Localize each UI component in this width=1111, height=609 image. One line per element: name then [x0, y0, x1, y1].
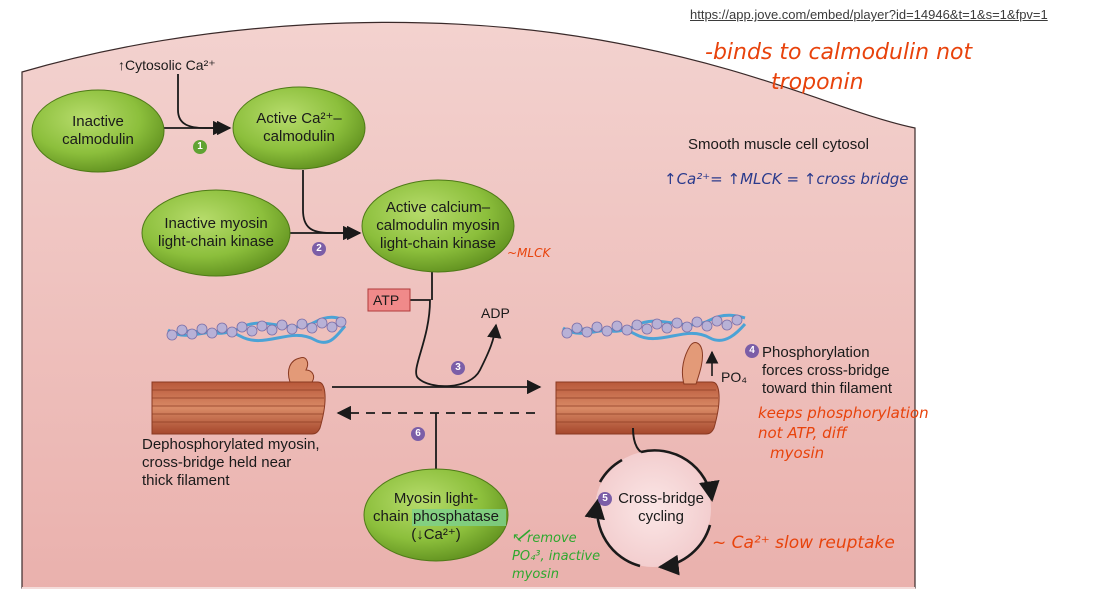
- active-calmodulin-line1: Active Ca²⁺–: [256, 110, 342, 127]
- step-2-badge: 2: [312, 242, 326, 256]
- cytosol-region: [21, 21, 916, 589]
- step4-line2: forces cross-bridge: [762, 362, 890, 379]
- phosphatase-line1: Myosin light-: [393, 490, 479, 507]
- annotation-keeps: keeps phosphorylation not ATP, diff myos…: [758, 403, 929, 463]
- thin-filament-left: [166, 315, 347, 344]
- step5-line2: cycling: [638, 508, 684, 525]
- dephos-line3: thick filament: [142, 472, 230, 489]
- active-mlck-line3: light-chain kinase: [380, 235, 496, 252]
- inactive-calmodulin-line1: Inactive: [72, 113, 124, 130]
- dephos-line2: cross-bridge held near: [142, 454, 292, 471]
- annotation-binds-line2: troponin: [771, 70, 864, 95]
- oval-active-mlck: [361, 179, 515, 273]
- phosphatase-label: Myosin light- chain phosphatase (↓Ca²⁺): [366, 490, 506, 544]
- step-1-badge: 1: [193, 140, 207, 154]
- green-pointer: [517, 529, 531, 541]
- atp-box: [367, 288, 411, 312]
- annotation-binds: -binds to calmodulin not troponin: [705, 38, 972, 98]
- step-5-badge: 5: [598, 492, 612, 506]
- phosphatase-line3: (↓Ca²⁺): [411, 526, 461, 543]
- annotation-keeps-line2: not ATP, diff: [758, 424, 847, 442]
- active-calmodulin-label: Active Ca²⁺– calmodulin: [239, 110, 359, 146]
- thin-filament-right: [561, 313, 747, 342]
- step-3-badge: 3: [451, 361, 465, 375]
- cycle-arc-4: [598, 458, 623, 483]
- annotation-binds-line1: -binds to calmodulin not: [705, 40, 973, 65]
- annotation-remove-line3: myosin: [512, 567, 559, 582]
- step4-line1: Phosphorylation: [762, 344, 870, 361]
- phosphatase-highlight: [412, 509, 506, 526]
- filament-to-cycle: [632, 427, 642, 453]
- annotation-remove-line1: ↖ remove: [512, 531, 577, 546]
- thick-filament-right: [555, 342, 720, 435]
- annotation-keeps-line1: keeps phosphorylation: [758, 404, 929, 422]
- active-mlck-line1: Active calcium–: [385, 199, 491, 216]
- annotation-remove-line2: PO₄³, inactive: [512, 549, 601, 564]
- cell-label: Smooth muscle cell cytosol: [688, 136, 869, 153]
- annotation-reuptake: ~ Ca²⁺ slow reuptake: [712, 533, 895, 553]
- cycle-arc-1: [640, 449, 720, 503]
- oval-active-calmodulin: [232, 86, 366, 170]
- atp-label: ATP: [373, 292, 400, 308]
- atp-adp-arrow: [408, 299, 502, 388]
- dephos-line1: Dephosphorylated myosin,: [142, 436, 320, 453]
- phosphatase-line2: chain phosphatase: [373, 508, 499, 525]
- inactive-mlck-label: Inactive myosin light-chain kinase: [146, 215, 286, 251]
- annotation-keeps-line3: myosin: [770, 444, 825, 462]
- cycle-arc-3: [584, 497, 641, 568]
- cycling-circle: [595, 451, 711, 567]
- oval-inactive-mlck: [141, 189, 291, 277]
- source-link[interactable]: https://app.jove.com/embed/player?id=149…: [690, 7, 1048, 22]
- dephos-text: Dephosphorylated myosin, cross-bridge he…: [142, 436, 320, 490]
- inactive-mlck-line1: Inactive myosin: [164, 215, 268, 232]
- inactive-calmodulin-label: Inactive calmodulin: [38, 113, 158, 149]
- inactive-mlck-line2: light-chain kinase: [158, 233, 274, 250]
- annotation-remove: ↖ remove PO₄³, inactive myosin: [512, 530, 600, 584]
- inactive-calmodulin-line2: calmodulin: [62, 131, 134, 148]
- step5-text: Cross-bridge cycling: [615, 490, 707, 526]
- adp-label: ADP: [481, 305, 510, 321]
- active-mlck-line2: calmodulin myosin: [376, 217, 500, 234]
- active-mlck-label: Active calcium– calmodulin myosin light-…: [368, 199, 508, 253]
- step4-text: Phosphorylation forces cross-bridge towa…: [762, 344, 892, 398]
- oval-inactive-calmodulin: [31, 89, 165, 173]
- active-calmodulin-line2: calmodulin: [263, 128, 335, 145]
- annotation-ca-mlck: ↑Ca²⁺= ↑MLCK = ↑cross bridge: [664, 170, 909, 188]
- step-6-badge: 6: [411, 427, 425, 441]
- step5-line1: Cross-bridge: [618, 490, 704, 507]
- step4-line3: toward thin filament: [762, 380, 893, 397]
- cytosolic-ca-label: ↑Cytosolic Ca²⁺: [118, 57, 216, 73]
- annotation-mlck: ~MLCK: [507, 246, 551, 260]
- thick-filament-left: [151, 357, 326, 435]
- step-4-badge: 4: [745, 344, 759, 358]
- po4-label: PO₄: [721, 369, 747, 385]
- cycle-arc-2: [657, 524, 712, 576]
